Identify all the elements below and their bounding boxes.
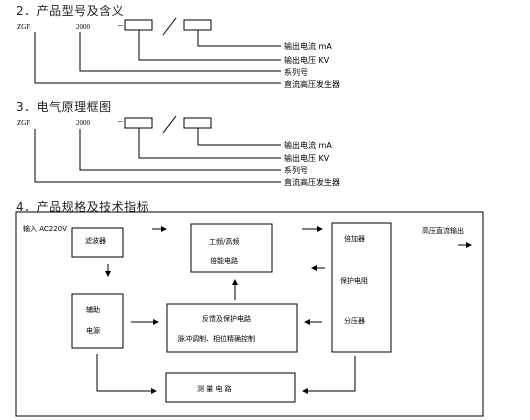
- hv-stack-block: [331, 222, 392, 353]
- power-stage-block: [190, 223, 273, 273]
- arrow-hv-to-measure: [302, 356, 356, 394]
- model-code-prefix: ZGF: [17, 119, 31, 127]
- section-2-heading: 2．产品型号及含义: [16, 4, 125, 18]
- output-label: 高压直流输出: [422, 227, 464, 235]
- hv-stack-label-3: 分压器: [344, 317, 365, 325]
- section-4-heading: 4．产品规格及技术指标: [16, 200, 150, 214]
- model-code-dash: －: [117, 118, 124, 126]
- feedback-block: [166, 303, 298, 353]
- legend-output-current: 输出电流 mA: [284, 141, 332, 150]
- hv-stack-label-1: 倍加器: [344, 235, 365, 243]
- input-label: 输入 AC220V: [23, 225, 67, 233]
- filter-block: [71, 227, 124, 258]
- legend-output-current: 输出电流 mA: [284, 42, 332, 51]
- separator-slash: [162, 115, 177, 134]
- power-stage-label-2: 倍能电路: [210, 257, 238, 265]
- measure-block: [165, 372, 296, 403]
- legend-output-voltage: 输出电压 KV: [284, 154, 330, 163]
- aux-power-block: [71, 293, 124, 349]
- aux-power-label-1: 辅助: [86, 306, 100, 314]
- model-code-number: 2000: [76, 23, 90, 31]
- arrow-aux-to-measure: [96, 354, 157, 394]
- separator-slash: [162, 17, 177, 36]
- feedback-label-1: 反馈及保护电路: [202, 315, 251, 323]
- legend-dc-hv-generator: 直流高压发生器: [284, 80, 340, 89]
- diagram-frame: [15, 211, 484, 417]
- feedback-label-2: 脉冲调制、相位精确控制: [178, 335, 255, 343]
- aux-power-label-2: 电源: [86, 327, 100, 335]
- legend-output-voltage: 输出电压 KV: [284, 56, 330, 65]
- section-3-heading: 3．电气原理框图: [16, 100, 112, 114]
- model-code-prefix: ZGF: [17, 23, 31, 31]
- hv-stack-label-2: 保护电阻: [340, 277, 368, 285]
- model-code-number: 2000: [76, 119, 90, 127]
- measure-label: 测 量 电 路: [197, 385, 232, 393]
- legend-dc-hv-generator: 直流高压发生器: [284, 178, 340, 187]
- power-stage-label-1: 工频/高频: [209, 238, 240, 246]
- legend-series-number: 系列号: [284, 68, 308, 77]
- filter-label: 滤波器: [85, 237, 106, 245]
- legend-series-number: 系列号: [284, 166, 308, 175]
- model-code-dash: －: [117, 22, 124, 30]
